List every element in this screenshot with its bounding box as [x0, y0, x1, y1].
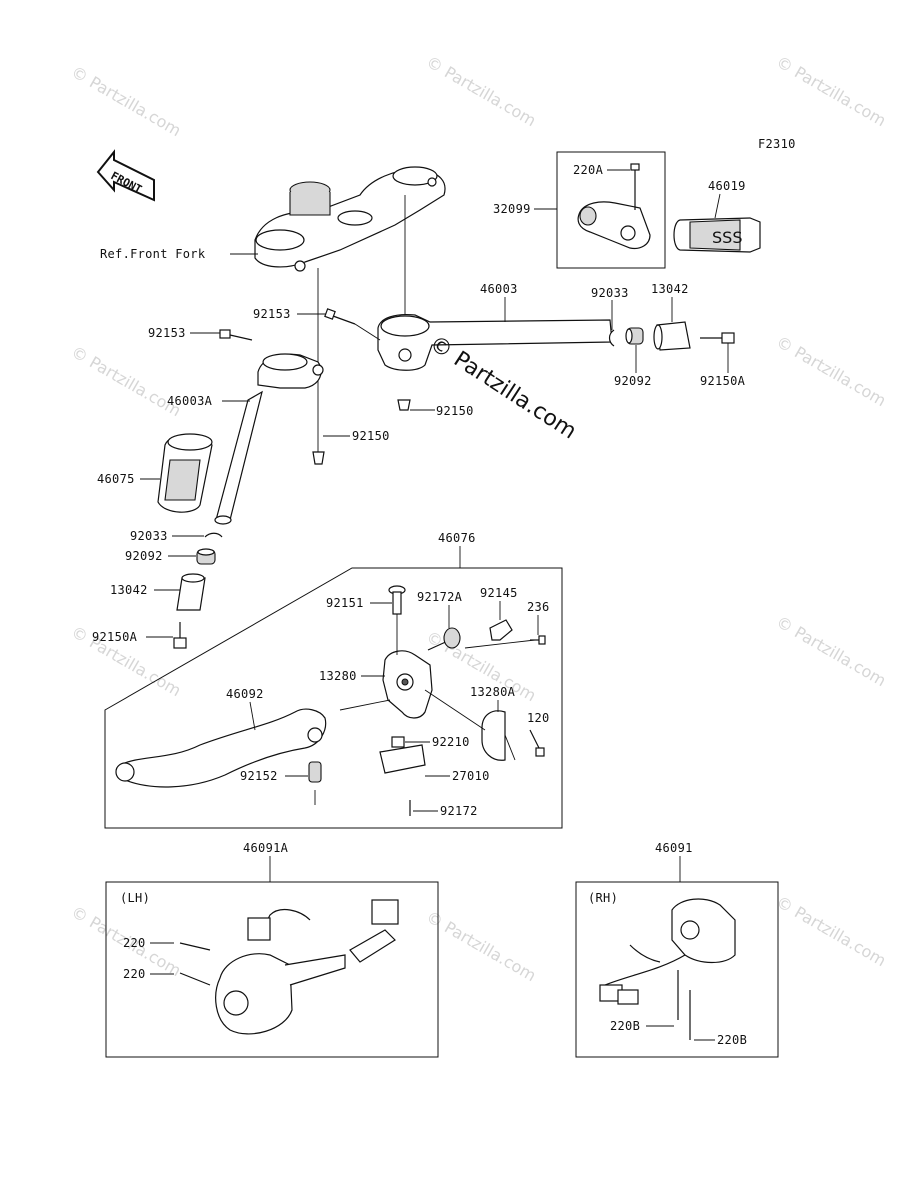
collar-92152	[308, 761, 322, 783]
ref-front-fork-label: Ref.Front Fork	[100, 247, 206, 261]
watermark: © Partzilla.com	[773, 892, 889, 970]
callout-92150A-top: 92150A	[700, 374, 746, 388]
spring-92145	[489, 619, 513, 641]
damper-92092-top	[625, 327, 644, 345]
screw-92150-left	[312, 451, 325, 465]
callout-220B-a: 220B	[610, 1019, 640, 1033]
callout-92172: 92172	[440, 804, 478, 818]
callout-13042-left: 13042	[110, 583, 148, 597]
callout-46019: 46019	[708, 179, 746, 193]
watermark: © Partzilla.com	[773, 332, 889, 410]
grip-assembly-box	[556, 151, 666, 269]
lh-label: (LH)	[120, 891, 150, 905]
callout-46003A: 46003A	[167, 394, 213, 408]
callout-46091A: 46091A	[243, 841, 289, 855]
callout-27010: 27010	[452, 769, 490, 783]
callout-46092: 46092	[226, 687, 264, 701]
callout-92033-top: 92033	[591, 286, 629, 300]
callout-13280A: 13280A	[470, 685, 516, 699]
callout-92151: 92151	[326, 596, 364, 610]
circlip-top	[608, 329, 615, 347]
callout-92153-left: 92153	[148, 326, 186, 340]
callout-92172A: 92172A	[417, 590, 463, 604]
figure-code: F2310	[758, 137, 796, 151]
circlip-left	[204, 532, 223, 538]
rh-switch-box	[575, 881, 779, 1058]
callout-92150-left: 92150	[352, 429, 390, 443]
callout-220-a: 220	[123, 936, 146, 950]
lh-screws	[179, 942, 211, 986]
clutch-lever	[115, 708, 327, 788]
callout-92092-left: 92092	[125, 549, 163, 563]
rh-screws	[677, 970, 691, 1040]
background-watermarks: © Partzilla.com © Partzilla.com © Partzi…	[68, 52, 889, 985]
watermark: © Partzilla.com	[423, 907, 539, 985]
center-watermark: © Partzilla.com	[425, 331, 581, 444]
bolt-92150A-top	[700, 332, 735, 344]
right-handlebar: © Partzilla.com	[377, 313, 613, 445]
callout-92150-right: 92150	[436, 404, 474, 418]
clamp-13280A	[481, 710, 506, 761]
callout-13280: 13280	[319, 669, 357, 683]
callout-92153-mid: 92153	[253, 307, 291, 321]
callout-220-b: 220	[123, 967, 146, 981]
left-grip	[157, 433, 213, 513]
bolt-120	[529, 729, 545, 757]
adjuster-92172A	[427, 627, 461, 651]
switch-27010	[379, 744, 426, 774]
watermark: © Partzilla.com	[423, 52, 539, 130]
rh-switch-housing	[599, 898, 736, 1005]
lever-assembly-box	[104, 567, 563, 829]
callout-46075: 46075	[97, 472, 135, 486]
nut-92210	[391, 736, 405, 748]
bar-end-weight-left	[176, 573, 206, 611]
front-arrow-icon: FRONT	[96, 149, 155, 202]
bolt-92150A-left	[173, 622, 187, 649]
watermark: © Partzilla.com	[773, 612, 889, 690]
rh-label: (RH)	[588, 891, 618, 905]
callout-92145: 92145	[480, 586, 518, 600]
damper-92092-left	[196, 548, 216, 565]
callout-236: 236	[527, 600, 550, 614]
pivot-bolt-92151	[388, 585, 406, 615]
bolt-92153-mid	[324, 308, 356, 325]
bolt-92153-left	[219, 329, 253, 341]
callout-92033-left: 92033	[130, 529, 168, 543]
callout-92152: 92152	[240, 769, 278, 783]
callout-46076: 46076	[438, 531, 476, 545]
screw-92150-right	[397, 399, 411, 411]
left-handlebar	[214, 353, 324, 525]
callout-32099: 32099	[493, 202, 531, 216]
watermark: © Partzilla.com	[773, 52, 889, 130]
watermark: © Partzilla.com	[68, 62, 184, 140]
svg-text:SSS: SSS	[712, 228, 742, 247]
callout-92150A-left: 92150A	[92, 630, 138, 644]
callout-13042-top: 13042	[651, 282, 689, 296]
right-grip: SSS	[673, 217, 761, 253]
throttle-housing	[577, 201, 651, 250]
callout-46091: 46091	[655, 841, 693, 855]
callout-92210: 92210	[432, 735, 470, 749]
bar-end-weight-top	[653, 321, 691, 351]
watermark: © Partzilla.com	[68, 342, 184, 420]
callout-92092-top: 92092	[614, 374, 652, 388]
lever-bracket	[382, 650, 433, 719]
upper-triple-clamp	[254, 166, 446, 272]
callout-220B-b: 220B	[717, 1033, 747, 1047]
callout-220A: 220A	[573, 163, 604, 177]
callout-120: 120	[527, 711, 550, 725]
lh-switch-box	[105, 881, 439, 1058]
lh-switch-housing	[215, 899, 399, 1035]
screw-236	[530, 635, 546, 645]
callout-46003: 46003	[480, 282, 518, 296]
